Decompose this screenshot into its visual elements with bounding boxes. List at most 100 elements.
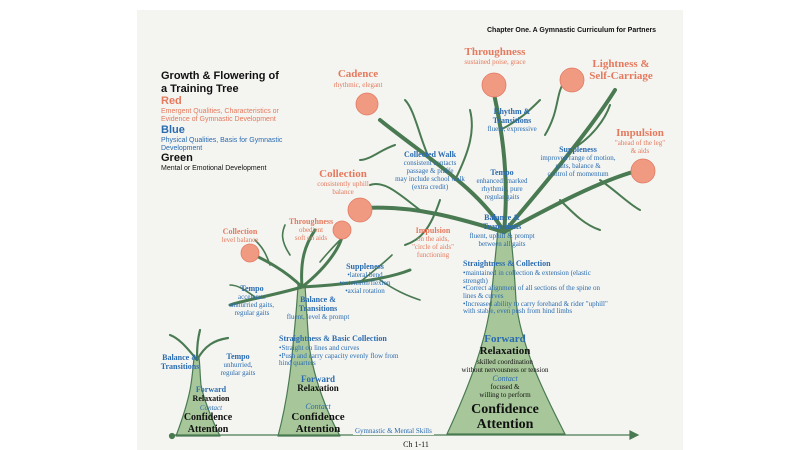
contact-big: Contact bbox=[492, 374, 518, 383]
attention-mid: Attention bbox=[295, 423, 341, 435]
legend-red-desc-2: Evidence of Gymnastic Development bbox=[161, 116, 276, 123]
legend-green-desc: Mental or Emotional Development bbox=[161, 165, 267, 172]
flower-collection-big bbox=[347, 197, 373, 223]
collection-big-title: Collection bbox=[319, 168, 367, 180]
suppleness-big-l1: improved range of motion, bbox=[540, 154, 616, 162]
balance-big-l2: between all gaits bbox=[478, 240, 526, 248]
confidence-mid: Confidence bbox=[291, 411, 345, 423]
scanned-page bbox=[137, 10, 683, 450]
attention-big: Attention bbox=[476, 417, 534, 432]
lightness-line2: Self-Carriage bbox=[589, 70, 653, 82]
balance-mid-sub: fluent, level & prompt bbox=[286, 313, 350, 321]
rhythm-line1: Rhythm & bbox=[493, 107, 531, 116]
impulsion-big-title: Impulsion bbox=[616, 127, 664, 139]
forward-mid: Forward bbox=[301, 374, 335, 384]
flower-cadence bbox=[355, 92, 379, 116]
throughness-mid-title: Throughness bbox=[288, 217, 334, 226]
forward-small: Forward bbox=[195, 385, 227, 394]
straightness-mid-list: •Straight on lines and curves •Push and … bbox=[279, 344, 409, 368]
legend-title-line1: Growth & Flowering of bbox=[161, 70, 279, 82]
rhythm-line2: Transitions bbox=[492, 116, 532, 125]
suppleness-mid-l3: •axial rotation bbox=[345, 287, 385, 295]
forward-big: Forward bbox=[484, 333, 526, 345]
suppleness-mid-l2: •extension/flexion bbox=[339, 279, 391, 287]
straightness-big-item: •Increased ability to carry forehand & r… bbox=[463, 299, 608, 316]
big-tree-twigs bbox=[359, 79, 641, 246]
suppleness-big-l3: control of momentum bbox=[547, 170, 609, 178]
collected-walk-l3: may include school walk bbox=[395, 175, 465, 183]
straightness-mid-item: •Push and carry capacity evenly flow fro… bbox=[279, 351, 399, 368]
cadence-sub: rhythmic, elegant bbox=[333, 81, 383, 89]
confidence-small: Confidence bbox=[183, 412, 233, 423]
contact-small: Contact bbox=[199, 404, 223, 412]
small-tree-branches bbox=[168, 328, 230, 362]
lightness-line1: Lightness & bbox=[592, 58, 650, 70]
suppleness-big-title: Suppleness bbox=[559, 145, 597, 154]
flower-throughness-mid bbox=[332, 220, 352, 240]
tempo-mid-l3: regular gaits bbox=[234, 309, 270, 317]
axis-origin-dot bbox=[168, 432, 176, 440]
tempo-big-title: Tempo bbox=[490, 168, 514, 177]
suppleness-big-l2: gaits, balance & bbox=[555, 162, 601, 170]
balance-big-l1: fluent, uphill & prompt bbox=[469, 232, 535, 240]
collected-walk-l2: passage & piaffe bbox=[406, 167, 454, 175]
legend-blue-desc-2: Development bbox=[161, 145, 203, 152]
tempo-mid-l2: unhurried gaits, bbox=[230, 301, 274, 309]
flower-impulsion-big bbox=[630, 158, 656, 184]
chapter-header: Chapter One. A Gymnastic Curriculum for … bbox=[487, 27, 657, 34]
big-tree-branches bbox=[363, 83, 642, 234]
collection-mid-sub: level balance bbox=[221, 236, 259, 244]
tempo-big-l1: enhanced: marked bbox=[476, 177, 528, 185]
relaxation-small: Relaxation bbox=[192, 394, 230, 403]
legend-red-label: Red bbox=[161, 95, 182, 107]
contact-mid: Contact bbox=[305, 402, 331, 411]
balance-small-line2: Transitions bbox=[160, 362, 200, 371]
throughness-big-title: Throughness bbox=[464, 46, 526, 58]
legend-blue-label: Blue bbox=[161, 124, 185, 136]
impulsion-mid-sub3: functioning bbox=[416, 251, 450, 259]
impulsion-mid-sub2: "circle of aids" bbox=[412, 243, 454, 251]
collected-walk-title: Collected Walk bbox=[403, 150, 457, 159]
collection-big-sub1: consistently uphill bbox=[317, 180, 369, 188]
rhythm-sub: fluent, expressive bbox=[487, 125, 537, 133]
relaxation-big: Relaxation bbox=[479, 345, 531, 357]
straightness-mid-title: Straightness & Basic Collection bbox=[279, 334, 387, 343]
throughness-mid-sub2: soft on aids bbox=[294, 234, 328, 242]
balance-big-line2: Transitions bbox=[482, 222, 522, 231]
suppleness-mid-title: Suppleness bbox=[346, 262, 384, 271]
tempo-big-l3: regular gaits bbox=[484, 193, 520, 201]
suppleness-mid-l1: •lateral bend bbox=[347, 271, 383, 279]
contact-big-l1: focused & bbox=[490, 383, 520, 391]
legend-green-label: Green bbox=[161, 152, 193, 164]
collected-walk-l4: (extra credit) bbox=[411, 183, 449, 191]
straightness-big-title: Straightness & Collection bbox=[463, 259, 551, 268]
collected-walk-l1: consistent contacts bbox=[403, 159, 457, 167]
tempo-big-l2: rhythmic, pure bbox=[481, 185, 523, 193]
legend-title-line2: a Training Tree bbox=[161, 83, 239, 95]
collection-big-sub2: balance bbox=[332, 188, 354, 196]
impulsion-big-sub2: & aids bbox=[630, 147, 650, 155]
axis-arrow-icon bbox=[629, 430, 640, 440]
balance-mid-line1: Balance & bbox=[300, 295, 336, 304]
straightness-big-item: •Correct alignment of all sections of th… bbox=[463, 284, 600, 301]
mid-tree-twigs bbox=[229, 224, 421, 301]
tempo-mid-title: Tempo bbox=[240, 284, 264, 293]
throughness-big-sub: sustained poise, grace bbox=[464, 58, 526, 66]
tempo-small-l2: regular gaits bbox=[220, 369, 256, 377]
skills-axis-label: Gymnastic & Mental Skills bbox=[353, 427, 434, 436]
relaxation-big-l2: without nervousness or tension bbox=[461, 366, 549, 374]
collection-mid-title: Collection bbox=[222, 227, 258, 236]
legend-red-desc-1: Emergent Qualities, Characteristics or bbox=[161, 108, 279, 115]
contact-big-l2: willing to perform bbox=[479, 391, 531, 399]
straightness-mid-item: •Straight on lines and curves bbox=[279, 344, 360, 352]
attention-small: Attention bbox=[187, 424, 229, 435]
balance-small-line1: Balance & bbox=[162, 353, 198, 362]
relaxation-mid: Relaxation bbox=[297, 383, 339, 393]
impulsion-mid-title: Impulsion bbox=[415, 226, 451, 235]
legend-blue-desc-1: Physical Qualities, Basis for Gymnastic bbox=[161, 137, 283, 144]
impulsion-mid-sub1: on the aids, bbox=[416, 235, 450, 243]
flower-collection-mid bbox=[240, 243, 260, 263]
straightness-big-item: •maintained in collection & extension (e… bbox=[463, 269, 591, 285]
